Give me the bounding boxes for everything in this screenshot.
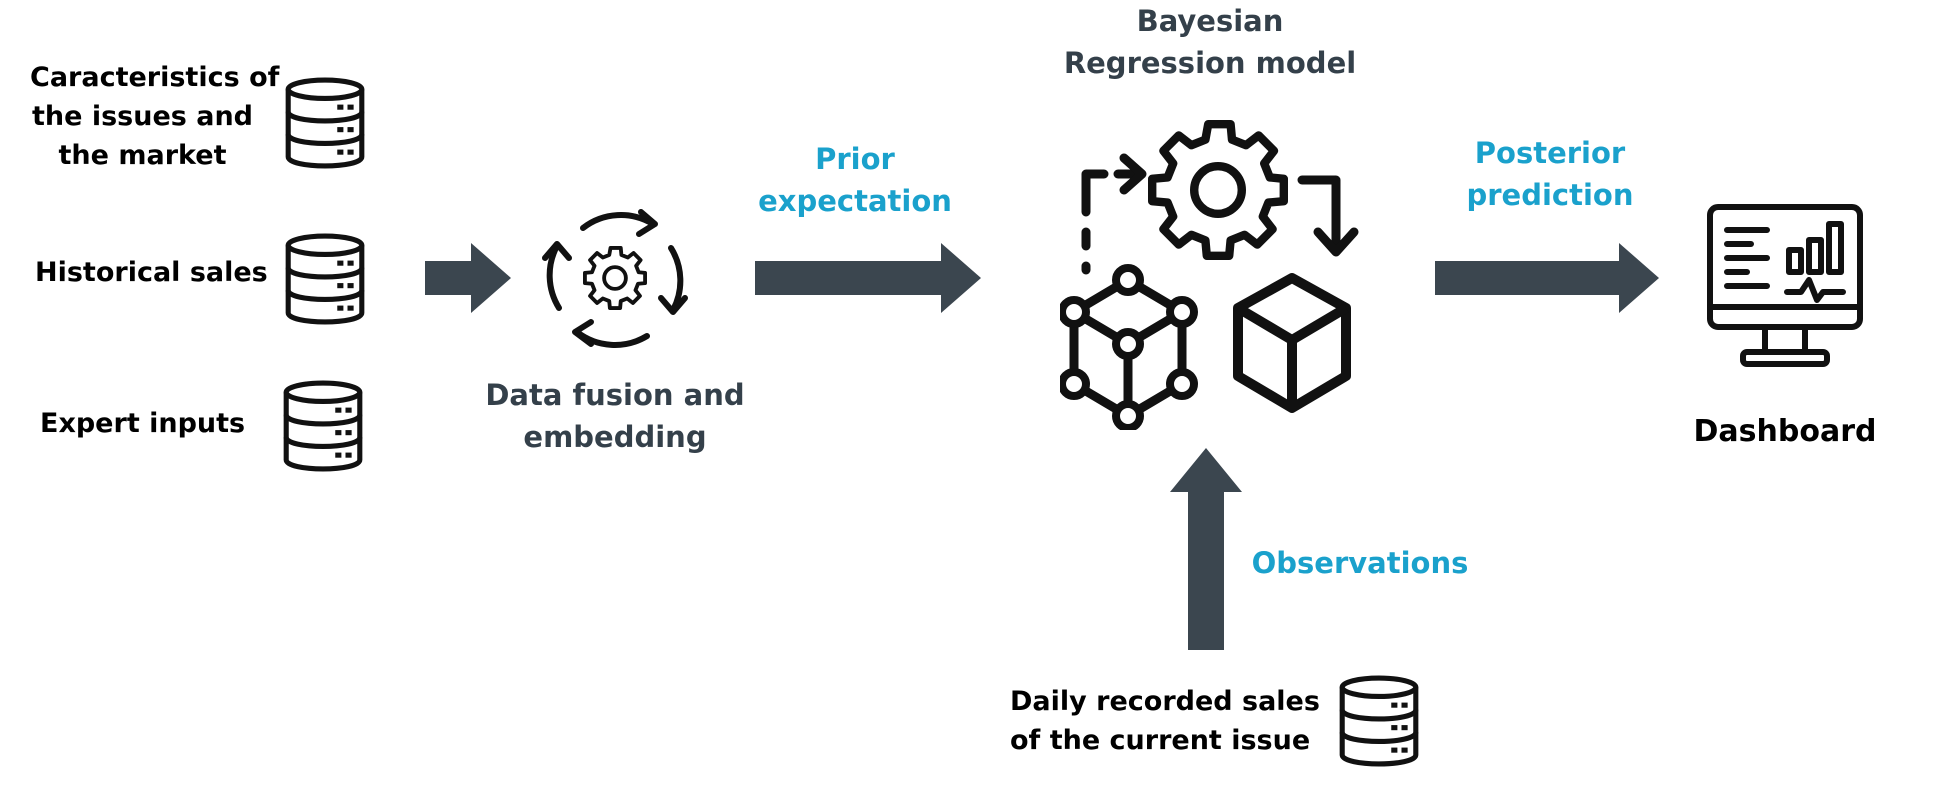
bayesian-model-label: Bayesian Regression model [1063, 4, 1357, 81]
expert-inputs-label: Expert inputs [40, 408, 246, 439]
database-icon [282, 380, 364, 472]
historical-sales-label: Historical sales [35, 257, 268, 288]
bayesian-model-icon [1060, 120, 1359, 430]
database-icon [284, 77, 366, 169]
posterior-arrow [1435, 243, 1659, 313]
input-arrow [425, 243, 511, 313]
observations-arrow [1170, 448, 1242, 650]
observations-label: Observations [1251, 546, 1469, 580]
posterior-prediction-label: Posterior prediction [1466, 136, 1634, 213]
prior-arrow [755, 243, 981, 313]
data-fusion-label: Data fusion and embedding [485, 378, 745, 455]
characteristics-label: Caracteristics of the issues and the mar… [30, 62, 280, 172]
dashboard-monitor-icon [1707, 204, 1863, 367]
prior-expectation-label: Prior expectation [758, 142, 952, 219]
cycle-gear-icon [542, 209, 688, 348]
database-icon [284, 233, 366, 325]
daily-sales-label: Daily recorded sales of the current issu… [1010, 686, 1320, 757]
database-icon [1338, 675, 1420, 767]
dashboard-label: Dashboard [1693, 414, 1877, 449]
